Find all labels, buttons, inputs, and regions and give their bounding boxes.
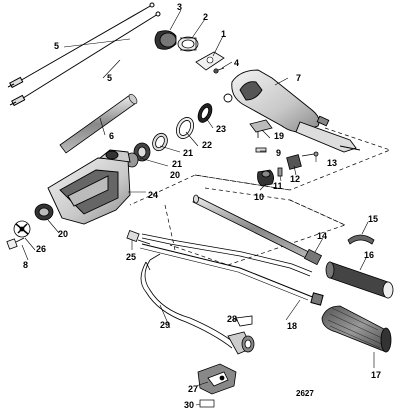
throttle-grip [321, 305, 392, 353]
callout-1: 1 [221, 29, 227, 39]
figure-id: 2627 [296, 389, 314, 398]
callout-17: 17 [371, 370, 382, 380]
bolt-8 [6, 237, 25, 250]
callout-8: 8 [23, 260, 29, 270]
callout-15: 15 [368, 214, 379, 224]
callout-23: 23 [216, 124, 227, 134]
handle-tube [59, 93, 138, 154]
callout-30: 30 [184, 400, 195, 410]
callout-29: 29 [160, 320, 171, 330]
label-30 [199, 399, 215, 408]
callout-27: 27 [188, 384, 199, 394]
callout-28: 28 [227, 314, 238, 324]
screw-4 [213, 67, 225, 74]
tiller-handle-housing [223, 69, 361, 153]
callout-18: 18 [287, 321, 298, 331]
retainer-plate [195, 51, 225, 71]
callout-5a: 5 [54, 41, 60, 51]
callout-2: 2 [203, 12, 209, 22]
callout-7: 7 [296, 73, 302, 83]
callout-25: 25 [126, 252, 137, 262]
friction-knob [13, 220, 31, 238]
pin-9 [255, 147, 267, 153]
lower-cover-27 [197, 363, 237, 395]
bushing-15 [347, 234, 375, 245]
callout-11: 11 [273, 181, 283, 191]
rings-center-group [125, 142, 151, 168]
dashed-assembly-lines [129, 127, 392, 266]
callout-6: 6 [109, 131, 115, 141]
callout-13: 13 [327, 158, 338, 168]
callout-20b: 20 [58, 229, 69, 239]
leader-lines [21, 9, 375, 406]
callout-21a: 21 [183, 148, 194, 158]
cable-18 [139, 243, 324, 306]
callout-26: 26 [36, 244, 47, 254]
callout-10: 10 [254, 192, 265, 202]
callout-4: 4 [234, 58, 240, 68]
callout-20a: 20 [170, 170, 181, 180]
lower-housing [47, 149, 131, 225]
callout-14: 14 [317, 231, 328, 241]
callout-9: 9 [276, 148, 282, 158]
throttle-shaft [192, 194, 323, 266]
callout-16: 16 [364, 250, 375, 260]
callout-21b: 21 [172, 159, 183, 169]
throttle-shift-cables [7, 2, 161, 107]
clip-28 [235, 315, 253, 327]
clip-19 [249, 119, 273, 138]
pin-11-knob-10 [257, 167, 283, 187]
sleeve-16 [325, 261, 394, 299]
clamp-parts-top [154, 30, 199, 52]
callout-22: 22 [202, 140, 213, 150]
ring-20-lower [34, 203, 54, 221]
wiring-harness-29 [140, 253, 255, 355]
block-12-and-screw-13 [286, 151, 319, 170]
callout-12: 12 [290, 174, 301, 184]
rings-right-group [152, 103, 213, 152]
callout-3: 3 [177, 2, 183, 12]
pin-25-harness [126, 230, 313, 277]
callout-5b: 5 [107, 73, 113, 83]
callout-24: 24 [148, 190, 159, 200]
callout-19: 19 [274, 131, 285, 141]
